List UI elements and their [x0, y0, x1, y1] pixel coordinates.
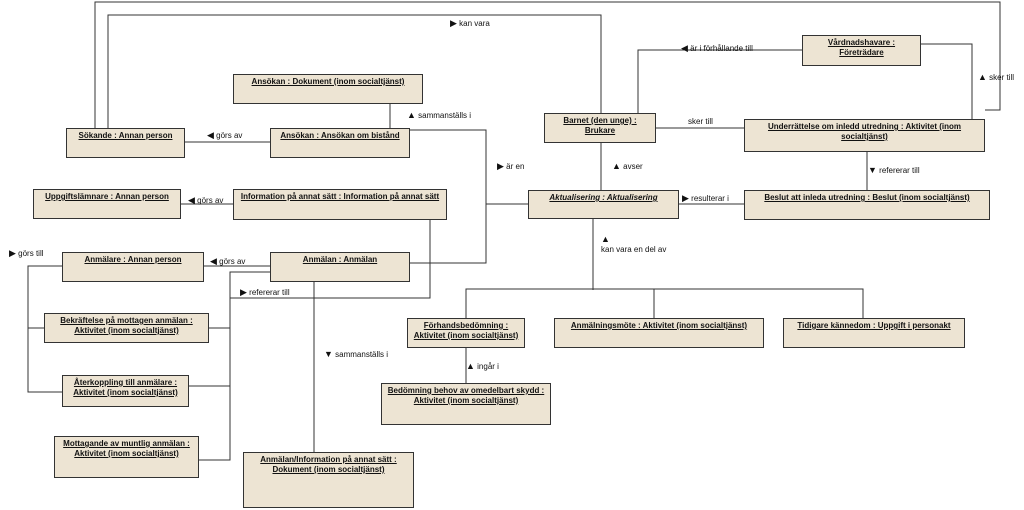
box-forhandsbedomning[interactable]: Förhandsbedömning : Aktivitet (inom soci… — [407, 318, 525, 348]
label-text: sammanställs i — [335, 350, 389, 359]
label-text: avser — [623, 162, 643, 171]
label-avser: ▲ avser — [612, 161, 643, 172]
box-vardnadshavare[interactable]: Vårdnadshavare : Företrädare — [802, 35, 921, 66]
label-text: resulterar i — [691, 194, 729, 203]
label-refererar-till-right: ▼ refererar till — [868, 165, 920, 176]
box-label: Beslut att inleda utredning : Beslut (in… — [764, 193, 970, 202]
arrow-up-icon: ▲ — [601, 234, 610, 244]
arrow-up-icon: ▲ — [466, 361, 475, 371]
box-label: Anmälare : Annan person — [84, 255, 182, 264]
arrow-up-icon: ▲ — [407, 110, 416, 120]
label-ar-en: ▶ är en — [497, 161, 524, 172]
arrow-left-icon: ◀ — [210, 256, 217, 266]
box-label: Anmälan/Information på annat sätt : Doku… — [260, 455, 397, 474]
box-mottagande[interactable]: Mottagande av muntlig anmälan : Aktivite… — [54, 436, 199, 478]
box-label: Tidigare kännedom : Uppgift i personakt — [797, 321, 951, 330]
box-aterkoppling[interactable]: Återkoppling till anmälare : Aktivitet (… — [62, 375, 189, 407]
label-sker-till-right: ▲ sker till — [978, 72, 1014, 83]
box-label: Aktualisering : Aktualisering — [549, 193, 658, 202]
arrow-right-icon: ▶ — [240, 287, 247, 297]
label-text: är en — [506, 162, 525, 171]
label-gors-till: ▶ görs till — [9, 248, 44, 259]
label-text: sker till — [989, 73, 1015, 82]
label-text: kan vara en del av — [601, 245, 667, 254]
label-ar-i-forhallande-till: ◀ är i förhållande till — [681, 43, 753, 54]
arrow-left-icon: ◀ — [188, 195, 195, 205]
label-text: kan vara — [459, 19, 490, 28]
label-text: sammanställs i — [418, 111, 472, 120]
arrow-up-icon: ▲ — [978, 72, 987, 82]
box-label: Barnet (den unge) : Brukare — [563, 116, 637, 135]
box-label: Anmälan : Anmälan — [302, 255, 378, 264]
box-aktualisering[interactable]: Aktualisering : Aktualisering — [528, 190, 679, 219]
label-sammanstalls-i-bottom: ▼ sammanställs i — [324, 349, 388, 360]
label-text: görs av — [216, 131, 243, 140]
label-sammanstalls-i-top: ▲ sammanställs i — [407, 110, 471, 121]
box-label: Sökande : Annan person — [78, 131, 173, 140]
label-ingar-i: ▲ ingår i — [466, 361, 499, 372]
box-tidigare-kannedom[interactable]: Tidigare kännedom : Uppgift i personakt — [783, 318, 965, 348]
label-text: görs till — [18, 249, 44, 258]
arrow-right-icon: ▶ — [497, 161, 504, 171]
box-label: Vårdnadshavare : Företrädare — [827, 38, 896, 57]
arrow-down-icon: ▼ — [324, 349, 333, 359]
arrow-left-icon: ◀ — [681, 43, 688, 53]
box-label: Uppgiftslämnare : Annan person — [45, 192, 169, 201]
box-label: Information på annat sätt : Information … — [240, 192, 440, 201]
box-ansokan-dokument[interactable]: Ansökan : Dokument (inom socialtjänst) — [233, 74, 423, 104]
box-information-annat-satt[interactable]: Information på annat sätt : Information … — [233, 189, 447, 220]
label-text: ingår i — [477, 362, 499, 371]
box-label: Ansökan : Dokument (inom socialtjänst) — [251, 77, 405, 86]
box-label: Bekräftelse på mottagen anmälan : Aktivi… — [60, 316, 193, 335]
box-ansokan-bistand[interactable]: Ansökan : Ansökan om bistånd — [270, 128, 410, 158]
label-gors-av-sokande: ◀ görs av — [207, 130, 242, 141]
box-anmalningsmote[interactable]: Anmälningsmöte : Aktivitet (inom socialt… — [554, 318, 764, 348]
label-text: görs av — [219, 257, 246, 266]
box-uppgiftslamnare[interactable]: Uppgiftslämnare : Annan person — [33, 189, 181, 219]
label-text: sker till — [688, 117, 713, 126]
label-kan-vara: ▶ kan vara — [450, 18, 490, 29]
arrow-left-icon: ◀ — [207, 130, 214, 140]
arrow-right-icon: ▶ — [9, 248, 16, 258]
label-text: refererar till — [249, 288, 290, 297]
arrow-right-icon: ▶ — [682, 193, 689, 203]
label-text: refererar till — [879, 166, 920, 175]
box-label: Underrättelse om inledd utredning : Akti… — [767, 122, 962, 141]
box-label: Ansökan : Ansökan om bistånd — [280, 131, 400, 140]
box-label: Anmälningsmöte : Aktivitet (inom socialt… — [570, 321, 748, 330]
arrow-right-icon: ▶ — [450, 18, 457, 28]
box-anmalare[interactable]: Anmälare : Annan person — [62, 252, 204, 282]
arrow-down-icon: ▼ — [868, 165, 877, 175]
label-gors-av-uppgift: ◀ görs av — [188, 195, 223, 206]
label-gors-av-anmalare: ◀ görs av — [210, 256, 245, 267]
box-anmalan[interactable]: Anmälan : Anmälan — [270, 252, 410, 282]
box-bekraftelse[interactable]: Bekräftelse på mottagen anmälan : Aktivi… — [44, 313, 209, 343]
box-bedomning-skydd[interactable]: Bedömning behov av omedelbart skydd : Ak… — [381, 383, 551, 425]
label-refererar-till-left: ▶ refererar till — [240, 287, 290, 298]
label-text: görs av — [197, 196, 224, 205]
label-resulterar-i: ▶ resulterar i — [682, 193, 729, 204]
box-beslut[interactable]: Beslut att inleda utredning : Beslut (in… — [744, 190, 990, 220]
arrow-up-icon: ▲ — [612, 161, 621, 171]
box-label: Bedömning behov av omedelbart skydd : Ak… — [387, 386, 545, 405]
box-label: Förhandsbedömning : Aktivitet (inom soci… — [413, 321, 519, 340]
box-label: Återkoppling till anmälare : Aktivitet (… — [73, 378, 178, 397]
box-underrattelse[interactable]: Underrättelse om inledd utredning : Akti… — [744, 119, 985, 152]
box-label: Mottagande av muntlig anmälan : Aktivite… — [63, 439, 190, 458]
box-barnet[interactable]: Barnet (den unge) : Brukare — [544, 113, 656, 143]
label-kan-vara-en-del-av: ▲kan vara en del av — [601, 234, 666, 255]
label-sker-till-mid: sker till — [688, 117, 713, 127]
label-text: är i förhållande till — [690, 44, 753, 53]
box-anmalan-dokument[interactable]: Anmälan/Information på annat sätt : Doku… — [243, 452, 414, 508]
box-sokande[interactable]: Sökande : Annan person — [66, 128, 185, 158]
